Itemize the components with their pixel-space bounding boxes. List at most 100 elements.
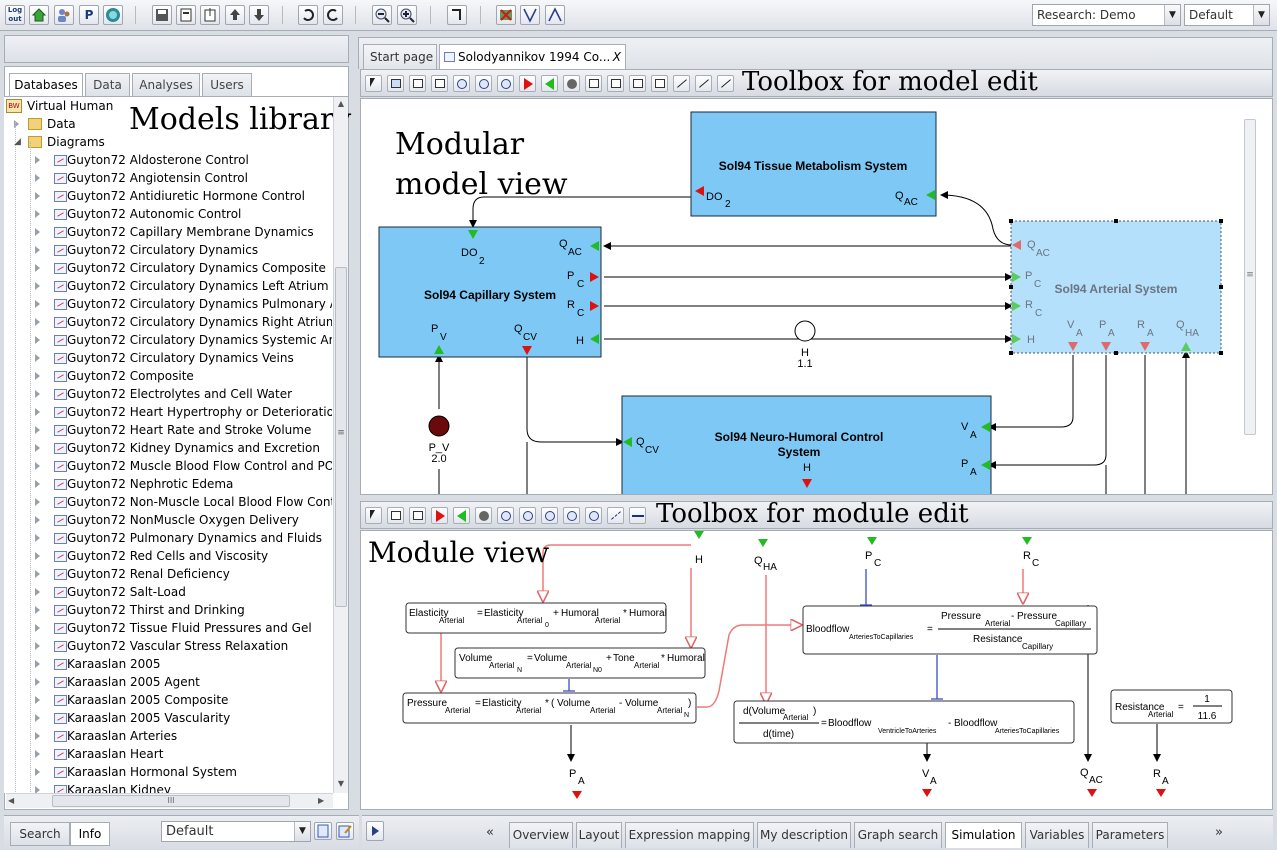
port-in-icon[interactable]: [590, 241, 599, 251]
connect-icon[interactable]: [447, 5, 467, 25]
tree-item[interactable]: Guyton72 Muscle Blood Flow Control and P…: [4, 457, 332, 475]
port-in-icon[interactable]: [1012, 272, 1021, 282]
port-in-icon[interactable]: [1012, 334, 1021, 344]
tree-item[interactable]: Guyton72 Circulatory Dynamics Pulmonary …: [4, 295, 332, 313]
tab-start-page[interactable]: Start page: [363, 44, 437, 70]
expander-icon[interactable]: [35, 444, 40, 452]
tab-my-description[interactable]: My description: [757, 822, 851, 848]
sub-icon[interactable]: [651, 75, 668, 92]
capillary-block[interactable]: [378, 226, 602, 358]
tree-item[interactable]: Guyton72 Circulatory Dynamics Composite: [4, 259, 332, 277]
expander-icon[interactable]: [35, 642, 40, 650]
tree-item[interactable]: Guyton72 Heart Rate and Stroke Volume: [4, 421, 332, 439]
port-out-icon[interactable]: [522, 346, 532, 355]
tree-item[interactable]: Guyton72 Circulatory Dynamics Left Atriu…: [4, 277, 332, 295]
collapse-icon[interactable]: ◢: [14, 137, 21, 147]
upload-icon[interactable]: [225, 5, 245, 25]
port-in-icon[interactable]: [981, 422, 990, 432]
expander-icon[interactable]: [35, 516, 40, 524]
equation-pressure[interactable]: [402, 692, 697, 724]
tree-vertical-scrollbar[interactable]: ▲ ≡ ▼: [333, 97, 348, 793]
tree-item[interactable]: Karaaslan 2005: [4, 655, 332, 673]
expander-icon[interactable]: [35, 696, 40, 704]
tree-item[interactable]: Guyton72 Electrolytes and Cell Water: [4, 385, 332, 403]
expander-icon[interactable]: [35, 786, 40, 793]
tree-folder-data[interactable]: Data: [14, 115, 144, 133]
port-out-icon[interactable]: [1068, 342, 1078, 351]
port-out-icon[interactable]: [1140, 342, 1150, 351]
edit-icon[interactable]: [336, 822, 354, 840]
tab-expression-mapping[interactable]: Expression mapping: [625, 822, 754, 848]
expander-icon[interactable]: [35, 480, 40, 488]
equation-elasticity[interactable]: [405, 602, 667, 634]
arrow-icon[interactable]: [673, 75, 690, 92]
export-icon[interactable]: [200, 5, 220, 25]
tree-item[interactable]: Karaaslan Arteries: [4, 727, 332, 745]
input-port-r[interactable]: [1022, 537, 1032, 545]
h-constant-node[interactable]: [794, 320, 816, 342]
bulb-icon[interactable]: [585, 75, 602, 92]
expander-icon[interactable]: [35, 462, 40, 470]
tree-item[interactable]: Guyton72 Red Cells and Viscosity: [4, 547, 332, 565]
tab-search[interactable]: Search: [10, 822, 70, 846]
document-icon[interactable]: [314, 822, 332, 840]
text-icon[interactable]: [409, 507, 426, 524]
expander-icon[interactable]: [35, 588, 40, 596]
tab-simulation[interactable]: Simulation: [945, 822, 1022, 848]
switch-icon[interactable]: [629, 75, 646, 92]
info-view-combo[interactable]: Default ▼: [161, 821, 311, 842]
scroll-thumb[interactable]: ≡: [335, 267, 347, 607]
expander-icon[interactable]: [35, 498, 40, 506]
expander-icon[interactable]: [35, 318, 40, 326]
output-port-icon[interactable]: [519, 75, 536, 92]
expander-icon[interactable]: [35, 714, 40, 722]
undo-icon[interactable]: [298, 5, 318, 25]
output-port-v[interactable]: [922, 789, 932, 797]
play-icon[interactable]: [366, 821, 384, 841]
expander-icon[interactable]: [35, 660, 40, 668]
select-icon[interactable]: [365, 75, 382, 92]
input-port-p[interactable]: [867, 537, 877, 545]
minus-circle-icon[interactable]: [541, 507, 558, 524]
tree-item[interactable]: Guyton72 Vascular Stress Relaxation: [4, 637, 332, 655]
scroll-thumb[interactable]: III: [52, 795, 290, 807]
p-icon[interactable]: P: [79, 5, 99, 25]
tab-info[interactable]: Info: [70, 822, 110, 846]
tree-item[interactable]: Guyton72 Tissue Fluid Pressures and Gel: [4, 619, 332, 637]
zoom-in-icon[interactable]: [397, 5, 417, 25]
input-port-icon[interactable]: [453, 507, 470, 524]
note-icon[interactable]: [409, 75, 426, 92]
expander-icon[interactable]: [35, 606, 40, 614]
port-in-icon[interactable]: [468, 230, 478, 239]
output-port-r[interactable]: [1156, 789, 1166, 797]
tab-layout[interactable]: Layout: [576, 822, 622, 848]
port-out-icon[interactable]: [802, 479, 812, 488]
expander-icon[interactable]: [35, 750, 40, 758]
tree-item[interactable]: Guyton72 Circulatory Dynamics Veins: [4, 349, 332, 367]
port-out-icon[interactable]: [695, 186, 704, 196]
scroll-tabs-left[interactable]: «: [486, 825, 494, 840]
port-out-icon[interactable]: [1012, 240, 1021, 250]
tab-analyses[interactable]: Analyses: [132, 73, 200, 96]
scroll-up-icon[interactable]: ▲: [337, 99, 345, 108]
tree-item[interactable]: Karaaslan 2005 Composite: [4, 691, 332, 709]
tree-item[interactable]: Guyton72 Circulatory Dynamics: [4, 241, 332, 259]
expander-icon[interactable]: [35, 570, 40, 578]
tree-item[interactable]: Guyton72 Capillary Membrane Dynamics: [4, 223, 332, 241]
tissue-metabolism-block[interactable]: [690, 111, 937, 217]
port-in-icon[interactable]: [590, 334, 599, 344]
chevron-down-icon[interactable]: ▼: [294, 822, 310, 841]
vertical-align-icon[interactable]: [520, 5, 540, 25]
select-icon[interactable]: [365, 507, 382, 524]
plot-icon[interactable]: [607, 75, 624, 92]
minus-circle-icon[interactable]: [563, 507, 580, 524]
node-icon[interactable]: [475, 507, 492, 524]
tab-solodyannikov-diagram[interactable]: Solodyannikov 1994 Co... X: [439, 44, 626, 70]
expander-icon[interactable]: [35, 678, 40, 686]
scroll-down-icon[interactable]: ▼: [337, 779, 345, 788]
expander-icon[interactable]: [35, 426, 40, 434]
tree-item[interactable]: Guyton72 Aldosterone Control: [4, 151, 332, 169]
arrow-icon[interactable]: [629, 507, 646, 524]
tree-item[interactable]: Guyton72 Angiotensin Control: [4, 169, 332, 187]
port-in-icon[interactable]: [1012, 301, 1021, 311]
